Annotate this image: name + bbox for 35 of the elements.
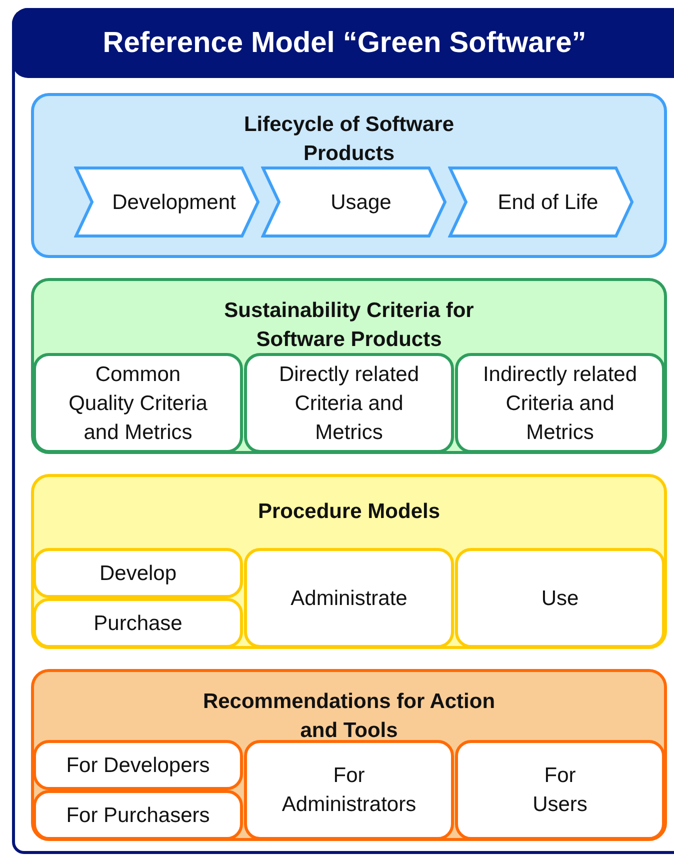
card-label: For Administrators xyxy=(280,763,418,818)
category-card xyxy=(33,548,243,598)
card-label: Use xyxy=(541,586,579,612)
phase-label: Usage xyxy=(330,190,392,216)
frame-heading: Reference Model “Green Software” xyxy=(102,26,586,60)
card-label: Develop xyxy=(99,560,177,586)
card-label: For Purchasers xyxy=(66,802,210,828)
section-panel xyxy=(31,669,667,841)
category-card xyxy=(455,740,665,840)
category-card xyxy=(244,548,454,648)
section-panel xyxy=(31,93,667,258)
card-label: Administrate xyxy=(290,586,408,612)
category-card xyxy=(244,740,454,840)
card-label: For Users xyxy=(532,763,588,818)
section-heading: Procedure Models xyxy=(256,499,442,525)
section-heading: Recommendations for Action and Tools xyxy=(202,689,496,744)
section-panel xyxy=(31,474,667,649)
section-heading: Lifecycle of Software Products xyxy=(242,112,456,167)
category-card xyxy=(455,353,665,453)
card-label: Indirectly related Criteria and Metrics xyxy=(482,362,638,446)
category-card xyxy=(455,548,665,648)
section-panel xyxy=(31,278,667,454)
category-card xyxy=(244,353,454,453)
card-label: For Developers xyxy=(66,752,210,778)
card-label: Common Quality Criteria and Metrics xyxy=(68,362,208,446)
category-card xyxy=(33,790,243,840)
section-heading: Sustainability Criteria for Software Products xyxy=(223,298,475,353)
card-label: Directly related Criteria and Metrics xyxy=(278,362,420,446)
category-card xyxy=(33,740,243,790)
phase-label: End of Life xyxy=(498,190,598,216)
frame-border xyxy=(12,8,674,854)
category-card xyxy=(33,598,243,648)
card-label: Purchase xyxy=(94,610,182,636)
phase-label: Development xyxy=(112,190,236,216)
category-card xyxy=(33,353,243,453)
